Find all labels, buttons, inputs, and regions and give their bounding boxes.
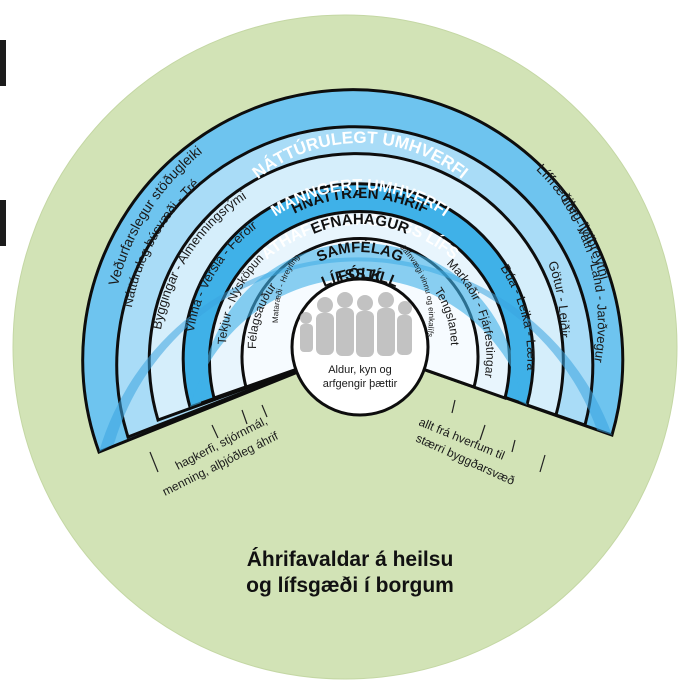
strip-efnahagur bbox=[190, 243, 527, 407]
caption-line2: og lífsgæði í borgum bbox=[246, 574, 454, 597]
people-silhouettes-icon bbox=[300, 292, 412, 357]
center-text-line2: arfgengir þættir bbox=[323, 378, 398, 390]
arrow-8 bbox=[539, 454, 546, 473]
arrow-5 bbox=[451, 399, 456, 414]
heading-strips bbox=[99, 243, 612, 452]
arrow-7 bbox=[511, 439, 516, 453]
arrow-6 bbox=[479, 424, 486, 441]
arrow-3 bbox=[241, 409, 248, 425]
left-edge-marker-bottom bbox=[0, 200, 6, 246]
arrow-1 bbox=[149, 451, 159, 473]
caption-line1: Áhrifavaldar á heilsu bbox=[247, 548, 454, 571]
arrow-4 bbox=[261, 404, 268, 418]
arrow-2 bbox=[211, 424, 219, 439]
left-edge-marker-top bbox=[0, 40, 6, 86]
scale-arrows bbox=[149, 399, 546, 473]
center-text-line1: Aldur, kyn og bbox=[328, 364, 392, 376]
